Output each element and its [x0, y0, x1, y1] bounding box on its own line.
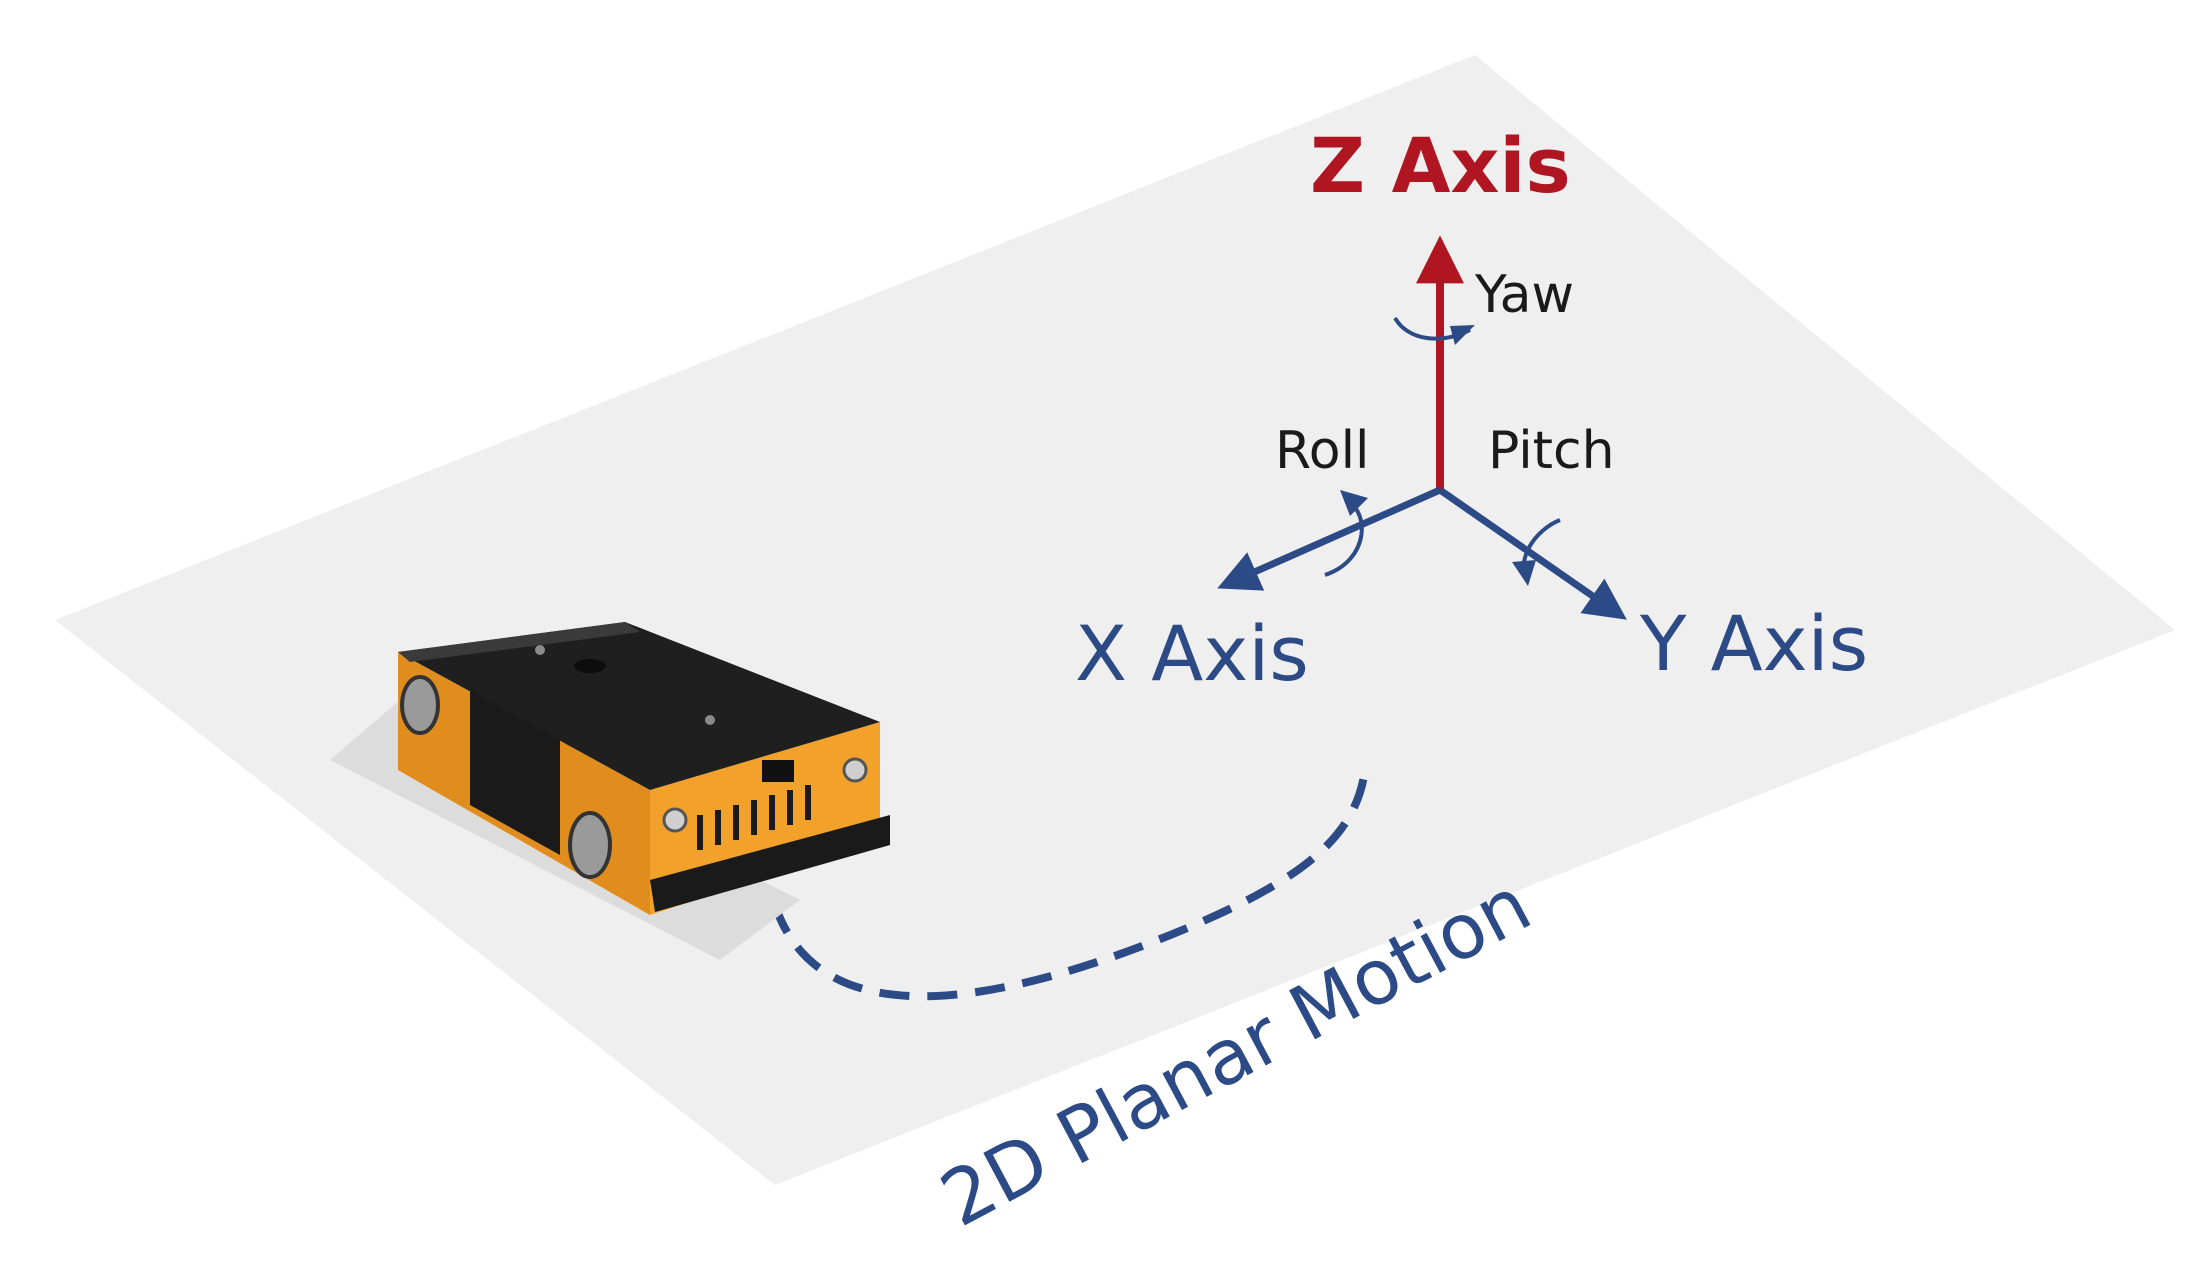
pitch-label: Pitch: [1488, 421, 1615, 481]
z-axis-label: Z Axis: [1310, 121, 1571, 210]
x-axis-label: X Axis: [1075, 609, 1309, 698]
yaw-label: Yaw: [1474, 265, 1574, 325]
x-axis-arrow: [1217, 486, 1442, 591]
roll-arrowhead: [1340, 490, 1368, 516]
pitch-arrowhead: [1512, 560, 1536, 586]
y-axis-arrow: [1438, 487, 1627, 620]
planar-motion-path: [771, 769, 1369, 1001]
y-axis-label: Y Axis: [1639, 599, 1868, 688]
roll-label: Roll: [1275, 421, 1370, 481]
agv-robot-illustration: [330, 622, 890, 960]
ground-plane: [55, 55, 2175, 1185]
yaw-arrowhead: [1450, 325, 1475, 345]
